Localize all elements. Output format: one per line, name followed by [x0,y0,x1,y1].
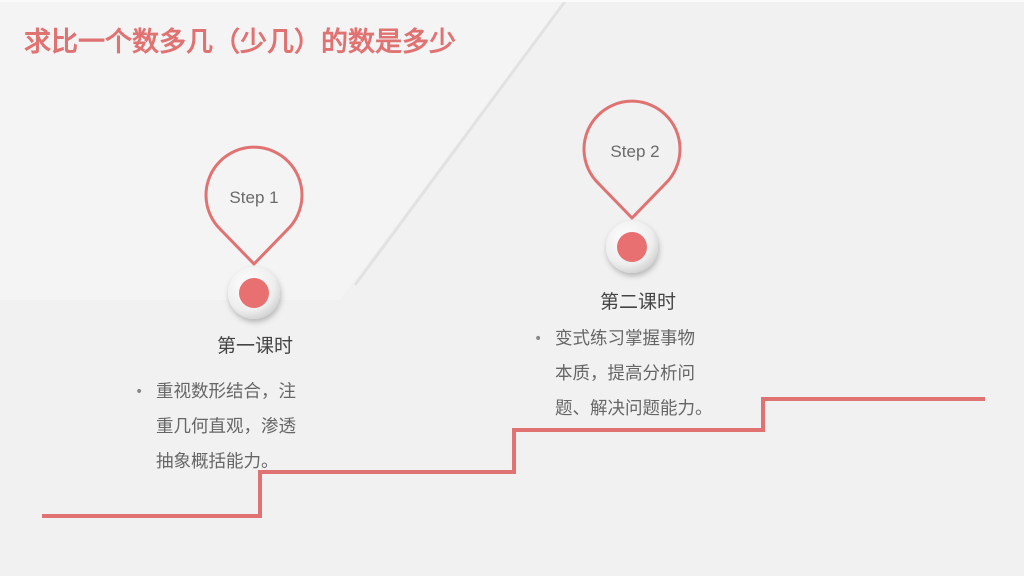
slide-title: 求比一个数多几（少几）的数是多少 [24,27,456,58]
bullet-item: 变式练习掌握事物 本质，提高分析问 题、解决问题能力。 [534,322,713,427]
pin-step-2 [582,99,682,273]
staircase-line [42,397,985,518]
step-1-heading: 第一课时 [216,335,293,357]
step-1-label: Step 1 [229,188,279,207]
bullet-item: 重视数形结合，注 重几何直观，渗透 抽象概括能力。 [135,375,296,480]
step-2-description: 变式练习掌握事物 本质，提高分析问 题、解决问题能力。 [534,322,713,427]
pin-step-1 [204,145,304,319]
diagonal-edge [353,0,568,286]
step-2-label: Step 2 [610,142,660,161]
step-2-heading: 第二课时 [599,291,676,313]
step-1-description: 重视数形结合，注 重几何直观，渗透 抽象概括能力。 [135,375,296,480]
diagonal-band [0,0,565,300]
